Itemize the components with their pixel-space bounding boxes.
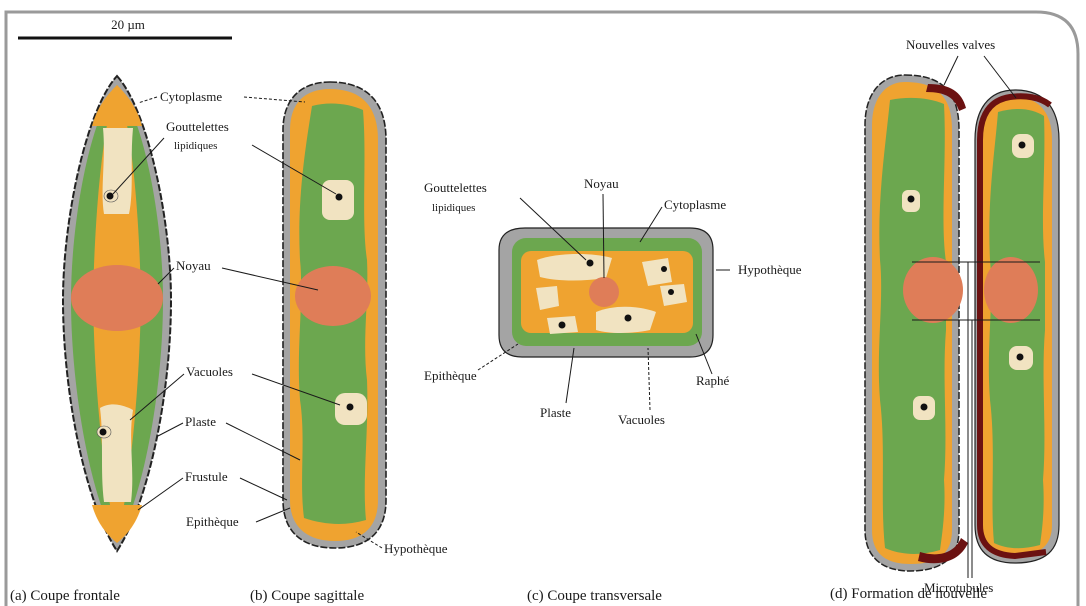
leader-plaste-a (158, 423, 183, 436)
label-gouttelettes-c-1: Gouttelettes (424, 180, 487, 195)
label-nouvelles-valves: Nouvelles valves (906, 37, 995, 52)
cell-c-vacuole-1 (537, 254, 612, 280)
cell-c-nucleus (589, 277, 619, 307)
leader-epitheque-c (478, 344, 518, 370)
caption-c: (c) Coupe transversale (527, 588, 662, 604)
cell-a-lipid-dot-top (107, 193, 114, 200)
label-epitheque-ab: Epithèque (186, 514, 239, 529)
cell-c-lipid-dot-1 (587, 260, 594, 267)
panel-captions: (a) Coupe frontale (b) Coupe sagittale (… (10, 586, 987, 604)
label-gouttelettes-c-2: lipidiques (432, 202, 475, 214)
cell-d-right-lipid-dot-bottom (1017, 354, 1024, 361)
label-gouttelettes-ab-2: lipidiques (174, 140, 217, 152)
caption-b: (b) Coupe sagittale (250, 588, 364, 604)
cell-a-cytoplasm-bottom-cap (92, 505, 142, 543)
cell-c-transverse-section (499, 228, 713, 357)
cell-d-right-lipid-dot-top (1019, 142, 1026, 149)
label-plaste-c: Plaste (540, 405, 571, 420)
cell-c-lipid-dot-3 (559, 322, 566, 329)
leader-nouvelles-valves-left (944, 56, 958, 85)
cell-b-lipid-dot-bottom (347, 404, 354, 411)
cell-d-left-nucleus (903, 257, 963, 323)
cell-a-lipid-dot-bottom (100, 429, 107, 436)
cell-d-left-lipid-dot-top (908, 196, 915, 203)
cell-d-left-lipid-dot-bottom (921, 404, 928, 411)
cell-b-sagittal-section (283, 82, 386, 548)
cell-c-lipid-dot-5 (668, 289, 674, 295)
label-epitheque-c: Epithèque (424, 368, 477, 383)
cell-b-lipid-dot-top (336, 194, 343, 201)
label-frustule-ab: Frustule (185, 469, 228, 484)
caption-d: (d) Formation de nouvelle (830, 586, 987, 602)
label-cytoplasme-c: Cytoplasme (664, 197, 726, 212)
label-gouttelettes-ab-1: Gouttelettes (166, 119, 229, 134)
scale-bar-label: 20 µm (111, 17, 145, 32)
label-hypotheque-ab: Hypothèque (384, 541, 448, 556)
label-vacuoles-c: Vacuoles (618, 412, 665, 427)
label-hypotheque-c: Hypothèque (738, 262, 802, 277)
cell-c-lipid-dot-4 (625, 315, 632, 322)
cell-d-left-daughter (865, 75, 968, 571)
cell-a-frontal-section (63, 76, 171, 551)
label-cytoplasme-ab: Cytoplasme (160, 89, 222, 104)
label-vacuoles-ab: Vacuoles (186, 364, 233, 379)
label-raphe-c: Raphé (696, 373, 729, 388)
cell-b-nucleus (295, 266, 371, 326)
cell-d-right-daughter (975, 90, 1059, 563)
caption-a: (a) Coupe frontale (10, 588, 120, 604)
leader-cytoplasme-a (138, 97, 157, 103)
label-noyau-ab: Noyau (176, 258, 211, 273)
cell-d-right-plaste (989, 109, 1045, 548)
cell-d-left-plaste (879, 98, 946, 554)
leader-nouvelles-valves-right (984, 56, 1016, 98)
label-noyau-c: Noyau (584, 176, 619, 191)
leader-frustule-b (240, 478, 287, 500)
scale-bar: 20 µm (18, 17, 232, 38)
cell-c-vacuole-6 (660, 284, 687, 306)
cell-c-lipid-dot-2 (661, 266, 667, 272)
cell-a-vacuole-bottom (100, 404, 133, 502)
label-plaste-ab: Plaste (185, 414, 216, 429)
cell-c-vacuole-3 (536, 286, 559, 310)
cell-a-nucleus (71, 265, 163, 331)
cell-d-right-nucleus (984, 257, 1038, 323)
